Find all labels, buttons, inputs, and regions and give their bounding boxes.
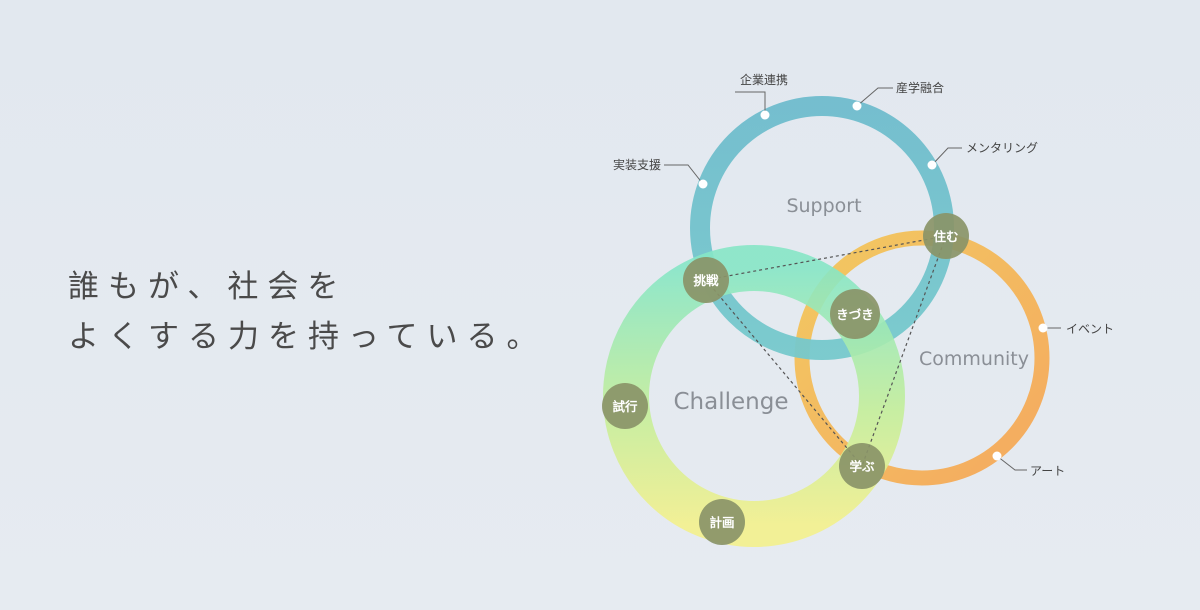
- node-sumu: 住む: [923, 213, 969, 259]
- node-shiko: 試行: [602, 383, 648, 429]
- community-label: Community: [919, 348, 1029, 370]
- callout-leaders: [664, 87, 1061, 471]
- node-manabu: 学ぶ: [839, 443, 885, 489]
- node-chosen: 挑戦: [683, 257, 729, 303]
- headline-line-2: よくする力を持っている。: [68, 319, 547, 355]
- headline: 誰もが、社会を よくする力を持っている。: [68, 262, 546, 362]
- headline-line-1: 誰もが、社会を: [68, 269, 348, 305]
- dashed-connectors: [705, 235, 947, 467]
- callout-jisso: 実装支援: [613, 157, 661, 172]
- callout-kigyo: 企業連携: [740, 72, 788, 87]
- node-chosen-label: 挑戦: [693, 273, 719, 288]
- support-label: Support: [786, 195, 861, 217]
- callout-art: アート: [1030, 464, 1065, 478]
- node-sumu-label: 住む: [933, 229, 958, 244]
- node-kizuki-label: きづき: [836, 307, 874, 322]
- callout-mentoring: メンタリング: [966, 141, 1038, 155]
- node-keikaku-label: 計画: [709, 515, 734, 530]
- callout-event: イベント: [1066, 322, 1114, 336]
- node-manabu-label: 学ぶ: [849, 459, 875, 474]
- node-keikaku: 計画: [699, 499, 745, 545]
- challenge-label: Challenge: [674, 389, 789, 415]
- node-kizuki: きづき: [830, 289, 880, 339]
- callout-dots: [698, 101, 1048, 461]
- callout-sangaku: 産学融合: [896, 80, 944, 95]
- node-shiko-label: 試行: [612, 399, 638, 414]
